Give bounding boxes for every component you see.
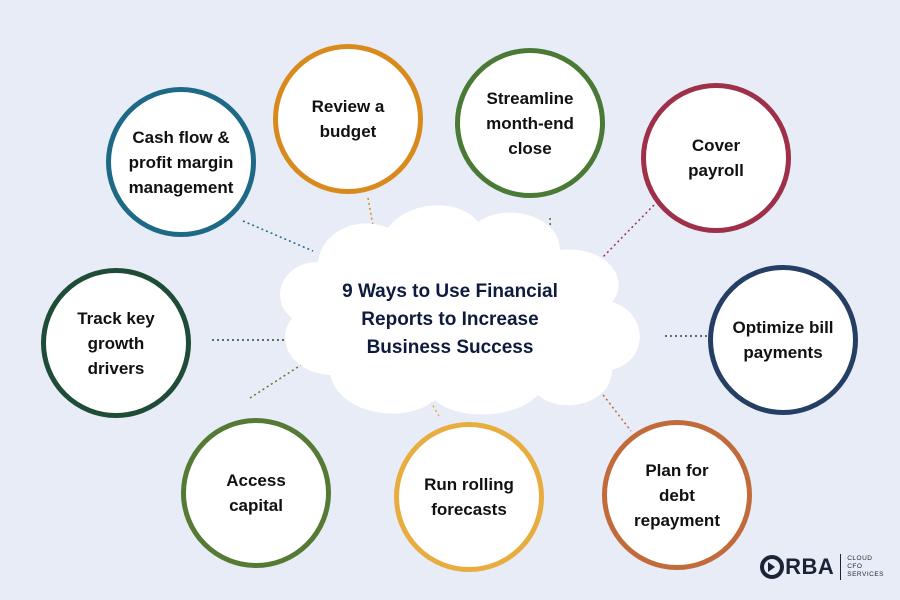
way-label: Cash flow & profit margin management: [128, 127, 234, 197]
way-node: Run rolling forecasts: [394, 422, 544, 572]
way-label: Run rolling forecasts: [424, 475, 514, 519]
way-label: Streamline month-end close: [486, 88, 574, 158]
way-node: Optimize bill payments: [708, 265, 858, 415]
connector-line: [249, 353, 319, 399]
way-node: Streamline month-end close: [455, 48, 605, 198]
way-node: Access capital: [181, 418, 331, 568]
logo-word-text: RBA: [785, 554, 835, 579]
way-node: Cash flow & profit margin management: [106, 87, 256, 237]
diagram-title: 9 Ways to Use Financial Reports to Incre…: [342, 281, 558, 358]
logo-subtitle: CLOUD CFO SERVICES: [847, 555, 884, 578]
connector-line: [596, 386, 632, 432]
center-cloud: [280, 205, 640, 415]
way-label: Plan for debt repayment: [634, 460, 720, 530]
way-node: Review a budget: [273, 44, 423, 194]
way-label: Track key growth drivers: [77, 308, 155, 378]
connector-line: [367, 197, 375, 232]
play-icon: [760, 555, 785, 579]
way-node: Cover payroll: [641, 83, 791, 233]
way-label: Optimize bill payments: [732, 318, 834, 362]
logo-divider: [840, 554, 842, 580]
way-label: Review a budget: [311, 97, 385, 141]
orba-logo: RBA CLOUD CFO SERVICES: [760, 554, 884, 580]
connector-line: [242, 220, 314, 252]
way-label: Cover payroll: [688, 136, 744, 180]
connector-line: [427, 396, 441, 419]
connector-line: [597, 204, 655, 263]
logo-wordmark: RBA: [760, 554, 834, 580]
way-node: Plan for debt repayment: [602, 420, 752, 570]
way-label: Access capital: [226, 471, 286, 515]
way-node: Track key growth drivers: [41, 268, 191, 418]
